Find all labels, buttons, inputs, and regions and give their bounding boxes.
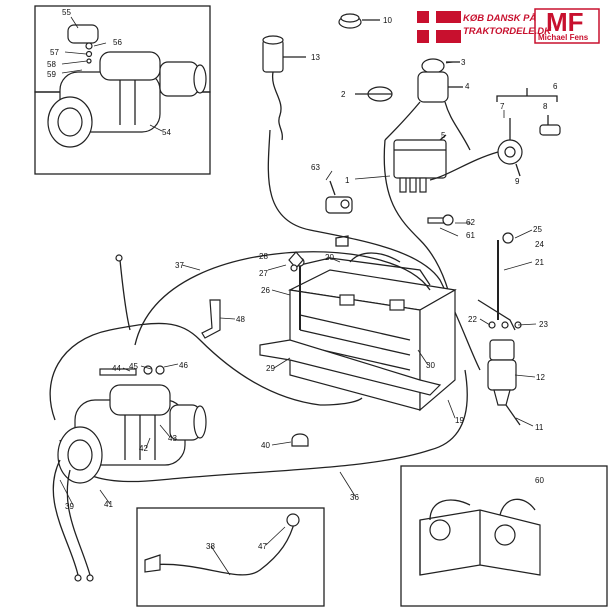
cable-clip — [291, 433, 309, 447]
cable-38-inset — [136, 507, 325, 607]
wing-nuts — [288, 251, 304, 272]
logo-mark: MF — [546, 7, 584, 37]
battery — [259, 269, 457, 412]
callout-58: 58 — [47, 60, 56, 69]
callout-labels: 55 56 57 58 59 54 10 13 3 2 4 6 7 8 5 9 … — [47, 8, 558, 551]
callout-8: 8 — [543, 102, 548, 111]
callout-41: 41 — [104, 500, 113, 509]
callout-37: 37 — [175, 261, 184, 270]
callout-3: 3 — [461, 58, 466, 67]
starter-motor — [57, 384, 207, 484]
bolt-61-62 — [427, 214, 454, 226]
callout-30: 30 — [426, 361, 435, 370]
callout-38: 38 — [206, 542, 215, 551]
callout-22: 22 — [468, 315, 477, 324]
callout-21: 21 — [535, 258, 544, 267]
callout-39: 39 — [65, 502, 74, 511]
battery-clamp-inset — [400, 465, 608, 607]
callout-19: 19 — [455, 416, 464, 425]
callout-48: 48 — [236, 315, 245, 324]
callout-62: 62 — [466, 218, 475, 227]
plug-part — [338, 13, 380, 29]
cable-1 — [267, 129, 481, 371]
callout-28: 28 — [259, 252, 268, 261]
callout-9: 9 — [515, 177, 520, 186]
callout-63: 63 — [311, 163, 320, 172]
ignition-switch — [429, 88, 561, 181]
callout-54: 54 — [162, 128, 171, 137]
callout-29: 29 — [266, 364, 275, 373]
callout-46: 46 — [179, 361, 188, 370]
callout-4: 4 — [465, 82, 470, 91]
danish-flag-icon — [417, 11, 461, 43]
bolts — [99, 365, 165, 376]
warning-lamps — [355, 58, 471, 151]
callout-26: 26 — [261, 286, 270, 295]
callout-36: 36 — [350, 493, 359, 502]
callout-44: 44 — [112, 364, 121, 373]
callout-40: 40 — [261, 441, 270, 450]
bracket-part — [201, 299, 221, 339]
clip-part — [325, 180, 353, 214]
callout-43: 43 — [168, 434, 177, 443]
callout-45: 45 — [129, 362, 138, 371]
callout-13: 13 — [311, 53, 320, 62]
cable-19 — [49, 322, 321, 421]
safety-switch — [477, 232, 522, 426]
mf-logo — [534, 8, 600, 44]
callout-10: 10 — [383, 16, 392, 25]
cable-36 — [59, 369, 468, 483]
starter-inset-box — [34, 5, 211, 175]
callout-23: 23 — [539, 320, 548, 329]
control-box — [393, 134, 447, 193]
callout-42: 42 — [139, 444, 148, 453]
cable-37 — [134, 251, 431, 346]
callout-24: 24 — [535, 240, 544, 249]
callout-47: 47 — [258, 542, 267, 551]
callout-55: 55 — [62, 8, 71, 17]
wire-39 — [52, 459, 79, 576]
callout-20: 20 — [325, 253, 334, 262]
callout-7: 7 — [500, 102, 505, 111]
callout-61: 61 — [466, 231, 475, 240]
callout-2: 2 — [341, 90, 346, 99]
logo-sub: Michael Fens — [538, 33, 589, 42]
callout-27: 27 — [259, 269, 268, 278]
callout-6: 6 — [553, 82, 558, 91]
callout-11: 11 — [535, 423, 544, 432]
callout-56: 56 — [113, 38, 122, 47]
lead-37 — [119, 259, 131, 331]
callout-60: 60 — [535, 476, 544, 485]
leader-lines — [59, 16, 537, 576]
socket-part — [262, 35, 306, 141]
brand-line-2: TRAKTORDELE.DK — [463, 26, 551, 37]
callout-57: 57 — [50, 48, 59, 57]
callout-59: 59 — [47, 70, 56, 79]
callout-25: 25 — [533, 225, 542, 234]
callout-5: 5 — [441, 131, 446, 140]
callout-12: 12 — [536, 373, 545, 382]
callout-1: 1 — [345, 176, 350, 185]
brand-line-1: KØB DANSK PÅ — [463, 13, 537, 24]
